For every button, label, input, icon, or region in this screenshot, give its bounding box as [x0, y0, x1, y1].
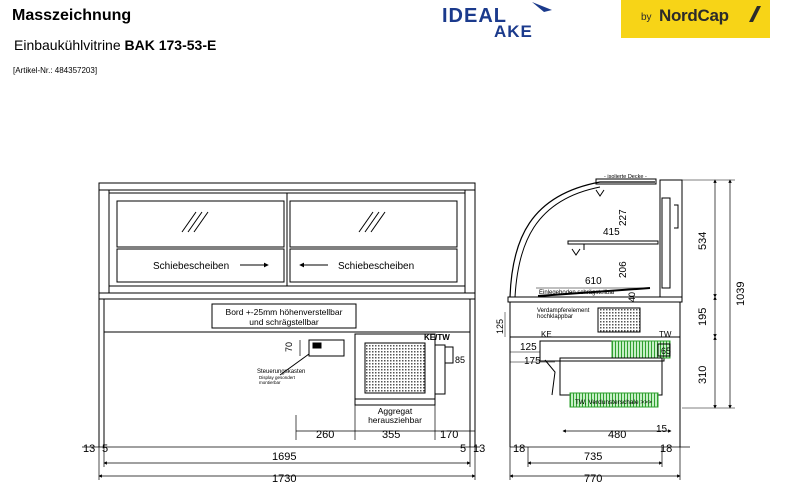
glass-reflection-right-icon [358, 211, 386, 233]
shelf-label: Einlegeboden schrägstellbar [539, 290, 615, 296]
front-left-post [98, 189, 110, 294]
cable-path [544, 359, 556, 396]
drain-tray-green [569, 392, 659, 408]
dim-125-vertical: 125 [495, 319, 505, 334]
control-box-note1: Display gesondert [259, 375, 296, 380]
evaporator-label-line2: hochklappbar [537, 314, 573, 320]
dim-415: 415 [603, 227, 620, 238]
dim-227: 227 [618, 209, 629, 226]
light-icon-upper [595, 189, 605, 197]
glass-right-label: Schiebescheiben [338, 261, 414, 272]
dim-170: 170 [440, 429, 458, 441]
glass-pane-left [108, 192, 288, 287]
dim-260: 260 [316, 429, 334, 441]
dim-5-left: 5 [102, 443, 108, 455]
dim-175: 175 [524, 356, 541, 367]
shelf-note-box [211, 303, 357, 329]
control-box [308, 339, 345, 357]
shelf-note-line1: Bord +-25mm höhenverstellbar [226, 307, 343, 317]
model-name: BAK 173-53-E [124, 37, 217, 53]
dim-13-right: 13 [473, 443, 485, 455]
dim-206: 206 [618, 261, 629, 278]
glass-lower-right [289, 248, 458, 283]
dim-1695: 1695 [272, 451, 296, 463]
dim-40: 40 [627, 292, 637, 302]
dim-70: 70 [284, 342, 294, 352]
dim-770: 770 [584, 473, 602, 485]
glass-upper-left [116, 200, 285, 248]
nordcap-by: by [641, 12, 652, 23]
article-number: [Artikel-Nr.: 484357203] [13, 66, 98, 75]
dim-1039: 1039 [735, 282, 747, 306]
aggregate-grill [364, 342, 426, 394]
drain-label: TW, Verdunsterschale >>> [575, 399, 652, 406]
front-base-panel [103, 298, 471, 333]
dim-15: 15 [656, 424, 668, 435]
glass-reflection-left-icon [181, 211, 209, 233]
nordcap-slash-icon [749, 6, 761, 22]
cover-label: - isolierte Decke - [604, 174, 647, 180]
side-tank [509, 301, 681, 338]
page-title: Masszeichnung [12, 7, 132, 24]
front-view [82, 182, 480, 480]
tw-label: TW [659, 330, 672, 339]
tilt-shelf [537, 287, 651, 297]
light-icon-lower [571, 248, 581, 256]
dim-85: 85 [455, 355, 465, 365]
bird-icon [532, 2, 552, 12]
dim-13-left: 13 [83, 443, 95, 455]
front-top-frame [98, 182, 476, 191]
dim-18-left: 18 [513, 443, 525, 455]
dim-65: 65 [661, 346, 671, 356]
rear-door [661, 197, 671, 289]
dim-310: 310 [697, 366, 709, 384]
glass-upper-right [289, 200, 458, 248]
dim-480: 480 [608, 429, 626, 441]
evaporator-label-line1: Verdampferelement [537, 308, 590, 314]
display-icon [312, 342, 322, 349]
drain-pipe [435, 344, 446, 395]
nordcap-name: NordCap [659, 6, 729, 25]
logo-ake-text: AKE [494, 22, 533, 40]
aggregate-drawer [354, 398, 436, 406]
ke-label: KE [541, 330, 552, 339]
dim-355: 355 [382, 429, 400, 441]
glass-left-label: Schiebescheiben [153, 261, 229, 272]
aggregate-label-line2: herausziehbar [368, 415, 422, 425]
glass-pane-right [286, 192, 466, 287]
ke-tw-label: KE/TW [424, 333, 450, 342]
upper-shelf [567, 240, 659, 245]
evaporation-tray [559, 357, 663, 396]
rear-handle [674, 204, 679, 229]
side-counter-top [507, 296, 683, 303]
dim-534: 534 [697, 232, 709, 250]
aggregate-label-line1: Aggregat [378, 406, 413, 416]
dim-1730: 1730 [272, 473, 296, 485]
ideal-ake-logo: IDEAL AKE [442, 2, 552, 40]
front-right-post [464, 189, 476, 294]
evaporator-element [597, 307, 641, 333]
side-view [504, 178, 735, 480]
control-box-note2: montierbar [259, 380, 281, 385]
glass-lower-left [116, 248, 285, 283]
front-counter-top [98, 292, 476, 300]
dim-195: 195 [697, 308, 709, 326]
product-subtitle: Einbaukühlvitrine BAK 173-53-E [14, 37, 216, 53]
tw-fitting [657, 343, 671, 357]
nordcap-logo: by NordCap [621, 0, 770, 38]
logo-ideal-text: IDEAL [442, 5, 507, 27]
control-box-label: Steuerungskasten [257, 369, 305, 375]
shelf-note-line2: und schrägstellbar [249, 317, 319, 327]
subtitle-prefix: Einbaukühlvitrine [14, 37, 125, 53]
dim-125-horizontal: 125 [520, 342, 537, 353]
dim-5-right: 5 [460, 443, 466, 455]
dim-18-right: 18 [660, 443, 672, 455]
curved-front-glass [509, 181, 655, 298]
curved-inner-glass [514, 186, 601, 298]
dim-610: 610 [585, 276, 602, 287]
dim-735: 735 [584, 451, 602, 463]
insulated-cover [595, 178, 657, 185]
drain-fitting [444, 346, 454, 364]
